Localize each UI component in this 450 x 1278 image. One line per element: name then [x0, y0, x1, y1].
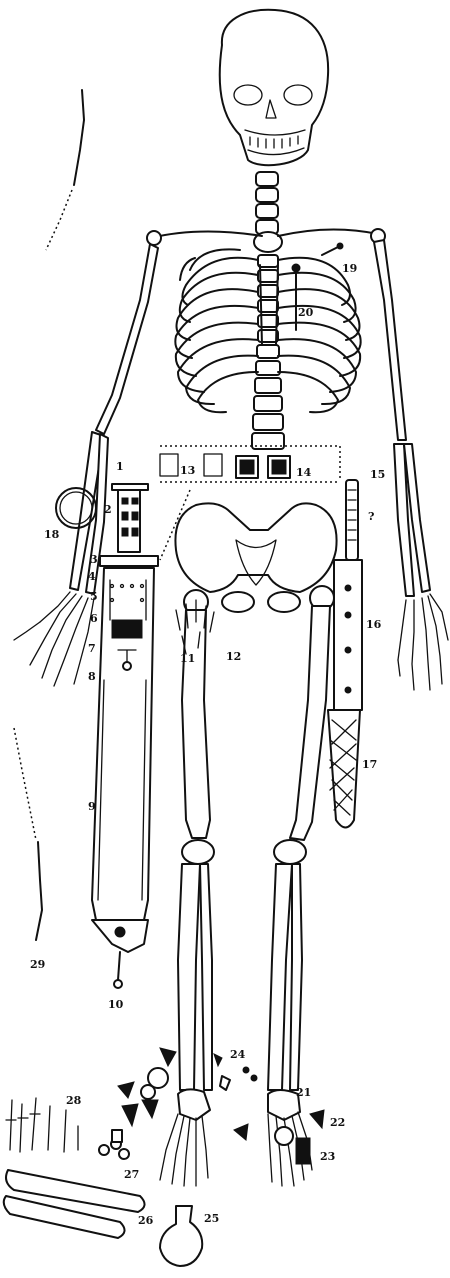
item-label-27: 27 — [124, 1168, 139, 1181]
item-label-6: 6 — [90, 612, 98, 625]
item-label-19: 19 — [342, 262, 357, 275]
item-label-20: 20 — [298, 306, 314, 319]
item-label-17: 17 — [362, 758, 377, 771]
item-label-13: 13 — [180, 464, 195, 477]
item-label-1: 1 — [116, 460, 124, 473]
item-label-15: 15 — [370, 468, 385, 481]
item-label-4: 4 — [88, 570, 96, 583]
item-label-25: 25 — [204, 1212, 219, 1225]
left-leg — [178, 590, 214, 1090]
right-arm — [371, 229, 448, 690]
item-label-8: 8 — [88, 670, 96, 683]
item-label-23: 23 — [320, 1150, 335, 1163]
item-label-26: 26 — [138, 1214, 154, 1227]
item-label-7: 7 — [88, 642, 96, 655]
item-label-21: 21 — [296, 1086, 311, 1099]
item-label-10: 10 — [108, 998, 124, 1011]
sword-and-scabbard — [92, 484, 158, 988]
item-label-22: 22 — [330, 1116, 345, 1129]
item-label-15b: ? — [368, 510, 374, 523]
item-label-29: 29 — [30, 958, 45, 971]
item-label-18: 18 — [44, 528, 60, 541]
item-label-3: 3 — [90, 553, 98, 566]
skull — [220, 10, 328, 165]
item-label-14: 14 — [296, 466, 312, 479]
right-leg — [268, 586, 334, 1090]
item-label-12: 12 — [226, 650, 241, 663]
item-label-24: 24 — [230, 1048, 246, 1061]
left-foot — [160, 1089, 210, 1186]
item-label-2: 2 — [104, 503, 112, 516]
item-label-11: 11 — [180, 652, 195, 665]
left-fragments — [14, 90, 84, 940]
item-label-28: 28 — [66, 1094, 82, 1107]
item-label-16: 16 — [366, 618, 382, 631]
item-label-9: 9 — [88, 800, 96, 813]
spine — [252, 172, 284, 449]
item-label-5: 5 — [90, 590, 98, 603]
